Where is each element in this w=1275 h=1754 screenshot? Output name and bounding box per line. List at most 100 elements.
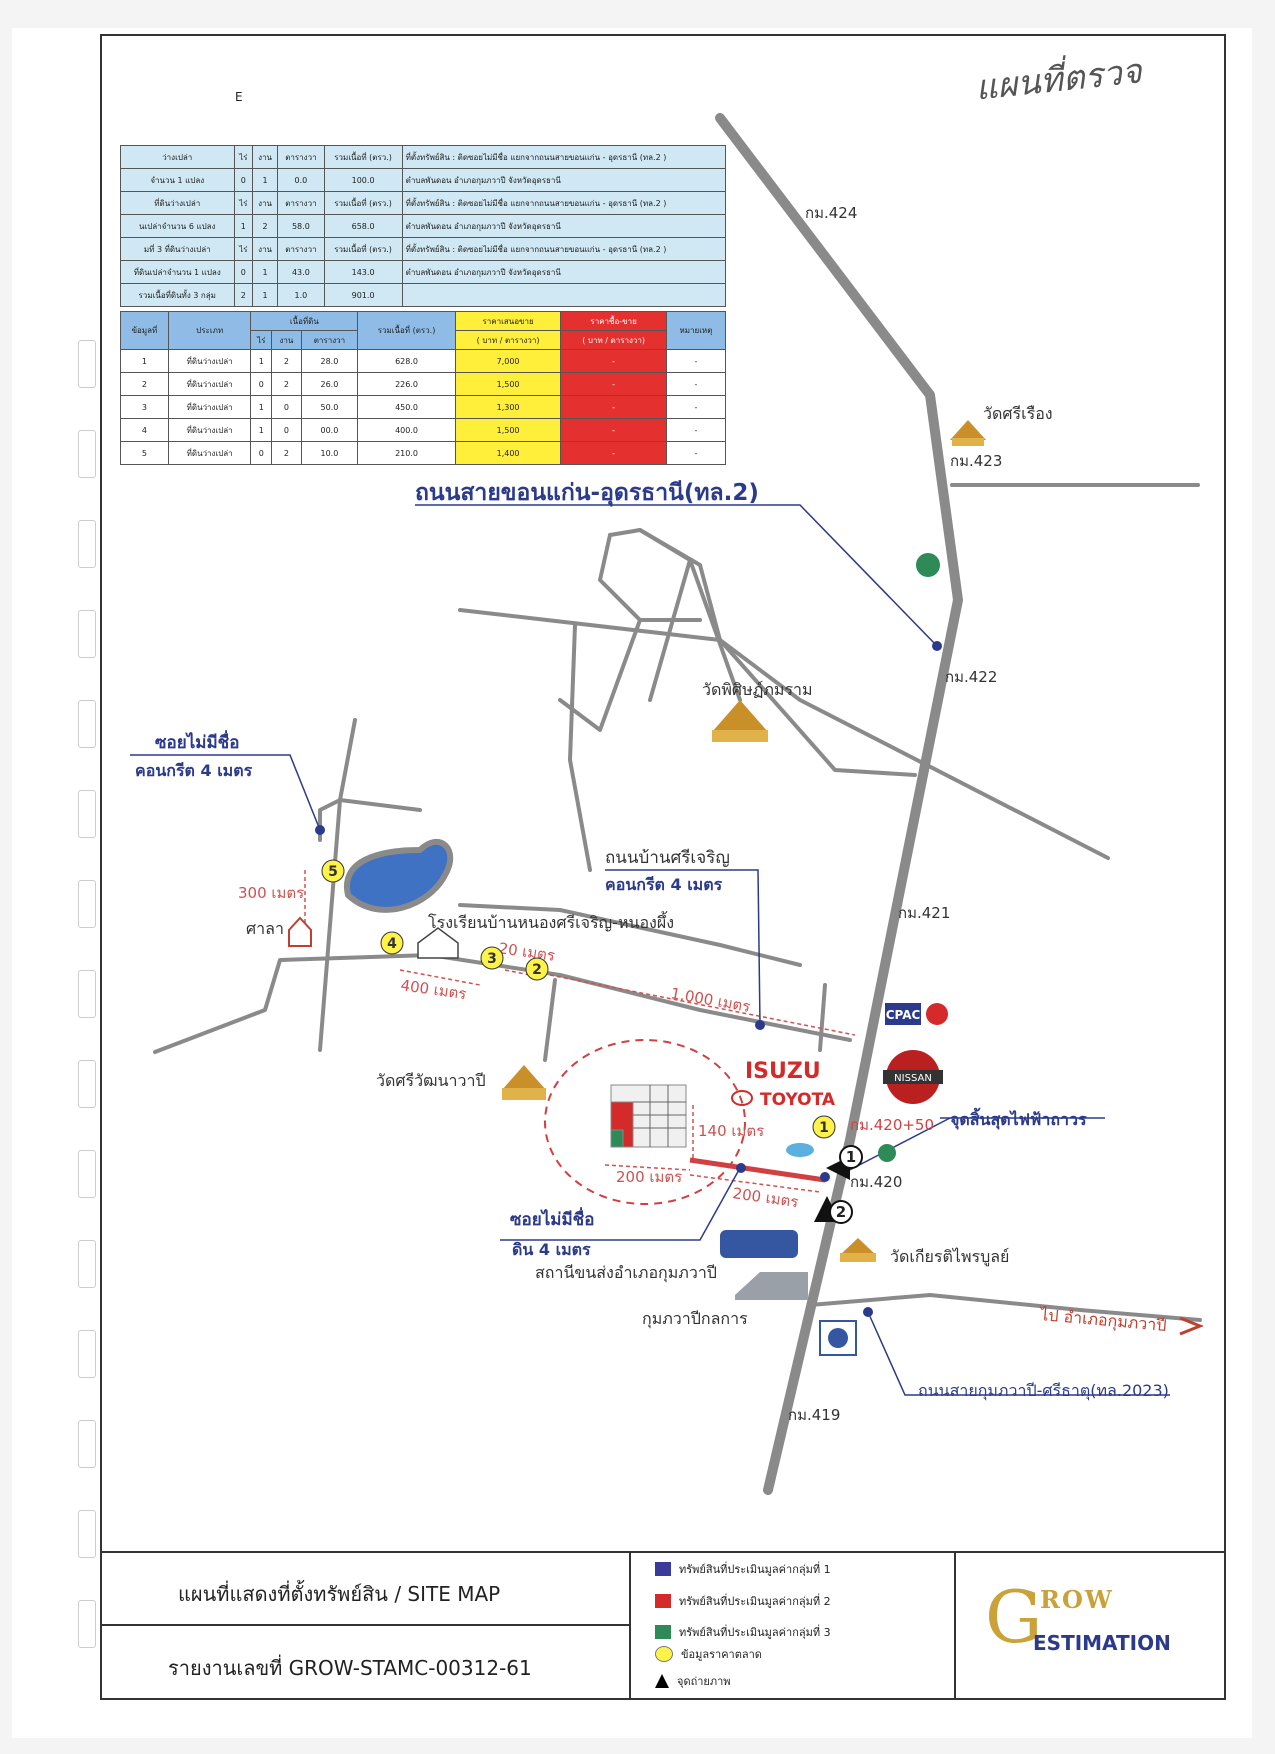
info-cell: ที่ดินเปล่าจำนวน 1 แปลง xyxy=(120,260,235,284)
market-cell-ngan: 2 xyxy=(271,349,302,373)
info-cell: 901.0 xyxy=(323,283,403,307)
legend-item-group-1: ทรัพย์สินที่ประเมินมูลค่ากลุ่มที่ 1 xyxy=(655,1560,831,1578)
market-marker-label: 3 xyxy=(487,951,497,967)
info-cell: 1 xyxy=(251,168,279,192)
electric-end-label: จุดสิ้นสุดไฟฟ้าถาวร xyxy=(950,1107,1087,1130)
isuzu-logo: ISUZU xyxy=(745,1059,821,1084)
info-cell: ที่ตั้งทรัพย์สิน : ติดซอยไม่มีชื่อ แยกจา… xyxy=(401,145,727,169)
km-421: กม.421 xyxy=(898,904,950,922)
punch-hole xyxy=(78,970,96,1018)
punch-hole xyxy=(78,430,96,478)
wat-sri-rueang-label: วัดศรีเรือง xyxy=(983,404,1053,423)
market-cell-note: - xyxy=(665,349,727,373)
market-cell-ngan: 0 xyxy=(271,395,302,419)
bus-icon xyxy=(720,1230,798,1258)
cpac-icon xyxy=(885,1003,921,1025)
col-sale: ราคาซื้อ-ขาย xyxy=(560,311,667,331)
market-cell-offer: 1,300 xyxy=(454,395,562,419)
punch-hole xyxy=(78,1600,96,1648)
market-cell-total: 628.0 xyxy=(357,349,456,373)
info-row: มที่ 3 ที่ดินว่างเปล่าไร่งานตารางวารวมเน… xyxy=(120,237,727,261)
info-cell: ไร่ xyxy=(233,145,253,169)
info-cell: งาน xyxy=(251,191,279,215)
legend-label: ทรัพย์สินที่ประเมินมูลค่ากลุ่มที่ 2 xyxy=(679,1595,831,1608)
garage-icon xyxy=(735,1272,808,1300)
market-cell-offer: 1,500 xyxy=(454,418,562,442)
market-cell-no: 5 xyxy=(120,441,169,465)
highway-road xyxy=(715,113,963,1495)
legend-swatch xyxy=(655,1594,671,1608)
punch-hole xyxy=(78,880,96,928)
property-plots xyxy=(610,1084,687,1148)
wat-kiat-label: วัดเกียรติไพรบูลย์ xyxy=(890,1247,1009,1267)
market-marker xyxy=(812,1115,836,1139)
info-cell: งาน xyxy=(251,237,279,261)
col-area: เนื้อที่ดิน xyxy=(250,311,359,331)
highway-label: ถนนสายขอนแก่น-อุดรธานี(ทล.2) xyxy=(415,480,759,507)
info-row: ที่ดินว่างเปล่าไร่งานตารางวารวมเนื้อที่ … xyxy=(120,191,727,215)
col-note: หมายเหตุ xyxy=(665,311,727,350)
to-kumphawapi-label: ไป อำเภอกุมภวาปี xyxy=(1038,1305,1168,1336)
property-info-table: ว่างเปล่าไร่งานตารางวารวมเนื้อที่ (ตรว.)… xyxy=(120,145,727,307)
gas-station-icon xyxy=(916,553,940,577)
temple-icons xyxy=(502,420,986,1262)
info-cell: รวมเนื้อที่ดินทั้ง 3 กลุ่ม xyxy=(120,283,235,307)
map-frame xyxy=(100,34,1226,1700)
km-420-50: กม.420+50 xyxy=(850,1116,934,1134)
info-cell: ตารางวา xyxy=(277,145,325,169)
punch-hole xyxy=(78,1060,96,1108)
km-419: กม.419 xyxy=(788,1406,840,1424)
info-cell: 1 xyxy=(251,283,279,307)
legend-item-market: ข้อมูลราคาตลาด xyxy=(655,1645,762,1663)
wat-phitsit-label: วัดพิศิษฏ์ภมราม xyxy=(702,680,813,699)
shell-icon xyxy=(786,1143,814,1157)
logo-bottom: ESTIMATION xyxy=(1033,1631,1171,1655)
toyota-icon xyxy=(731,1090,753,1106)
logo-letter: G xyxy=(985,1575,1043,1659)
legend-label: ทรัพย์สินที่ประเมินมูลค่ากลุ่มที่ 3 xyxy=(679,1626,831,1639)
photo-point-label: 2 xyxy=(836,1203,846,1221)
sala-label: ศาลา xyxy=(246,919,284,938)
info-cell: รวมเนื้อที่ (ตรว.) xyxy=(323,191,403,215)
punch-hole xyxy=(78,1330,96,1378)
site-circle xyxy=(544,1039,746,1205)
info-cell: 100.0 xyxy=(323,168,403,192)
market-marker-label: 5 xyxy=(328,864,338,880)
market-cell-wa: 26.0 xyxy=(300,372,359,396)
info-cell: ตารางวา xyxy=(277,237,325,261)
wat-sri-watana-label: วัดศรีวัฒนาวาปี xyxy=(376,1071,486,1090)
punch-hole xyxy=(78,790,96,838)
market-cell-type: ที่ดินว่างเปล่า xyxy=(167,418,252,442)
col-total: รวมเนื้อที่ (ตรว.) xyxy=(357,311,456,350)
info-cell: งาน xyxy=(251,145,279,169)
punch-hole xyxy=(78,340,96,388)
punch-hole xyxy=(78,1240,96,1288)
cpac-badge-icon xyxy=(926,1003,948,1025)
market-cell-note: - xyxy=(665,418,727,442)
leader-dots xyxy=(315,641,942,1317)
market-cell-wa: 10.0 xyxy=(300,441,359,465)
market-cell-sale: - xyxy=(560,349,667,373)
info-cell: 143.0 xyxy=(323,260,403,284)
bus-station-label: สถานีขนส่งอำเภอกุมภวาปี xyxy=(535,1263,717,1283)
info-row: ว่างเปล่าไร่งานตารางวารวมเนื้อที่ (ตรว.)… xyxy=(120,145,727,169)
info-cell: 58.0 xyxy=(277,214,325,238)
leader-lines xyxy=(130,504,1170,1396)
punch-hole xyxy=(78,610,96,658)
km-424: กม.424 xyxy=(805,204,857,222)
punch-hole xyxy=(78,1150,96,1198)
col-wa: ตารางวา xyxy=(300,330,359,350)
dist-300: 300 เมตร xyxy=(238,884,304,902)
info-cell: ตำบลพันดอน อำเภอกุมภวาปี จังหวัดอุดรธานี xyxy=(401,260,727,284)
market-cell-rai: 1 xyxy=(250,395,273,419)
info-cell: ที่ตั้งทรัพย์สิน : ติดซอยไม่มีชื่อ แยกจา… xyxy=(401,237,727,261)
col-type: ประเภท xyxy=(167,311,252,350)
market-cell-type: ที่ดินว่างเปล่า xyxy=(167,349,252,373)
market-marker xyxy=(380,931,404,955)
road-2023-label: ถนนสายกุมภวาปี-ศรีธาตุ(ทล.2023) xyxy=(918,1381,1169,1401)
market-cell-ngan: 2 xyxy=(271,441,302,465)
punch-hole xyxy=(78,700,96,748)
